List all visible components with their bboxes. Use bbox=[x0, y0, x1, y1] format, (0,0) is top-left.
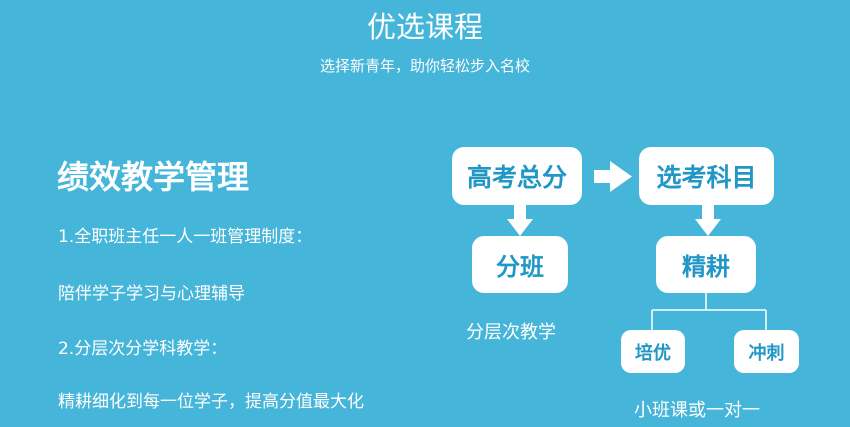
caption-small-class: 小班课或一对一 bbox=[634, 400, 760, 421]
tree-connector bbox=[651, 292, 767, 330]
node-select-subject: 选考科目 bbox=[639, 147, 774, 205]
node-cultivate: 培优 bbox=[621, 330, 685, 373]
arrow-down-right-icon bbox=[695, 205, 721, 236]
node-sprint: 冲刺 bbox=[734, 330, 799, 373]
arrow-right-icon bbox=[594, 161, 632, 192]
text-line-3: 2.分层次分学科教学： bbox=[58, 339, 228, 359]
node-divide-class: 分班 bbox=[472, 236, 568, 293]
text-line-2: 陪伴学子学习与心理辅导 bbox=[58, 284, 245, 304]
section-heading: 绩效教学管理 bbox=[57, 158, 250, 196]
arrow-down-left-icon bbox=[507, 205, 533, 236]
text-line-4: 精耕细化到每一位学子，提高分值最大化 bbox=[58, 392, 364, 412]
page-subtitle: 选择新青年，助你轻松步入名校 bbox=[319, 57, 530, 75]
node-total-score: 高考总分 bbox=[452, 147, 582, 205]
text-line-1: 1.全职班主任一人一班管理制度： bbox=[58, 227, 313, 247]
caption-layered: 分层次教学 bbox=[466, 322, 556, 343]
node-intensive: 精耕 bbox=[656, 236, 756, 293]
page-title: 优选课程 bbox=[366, 10, 483, 44]
